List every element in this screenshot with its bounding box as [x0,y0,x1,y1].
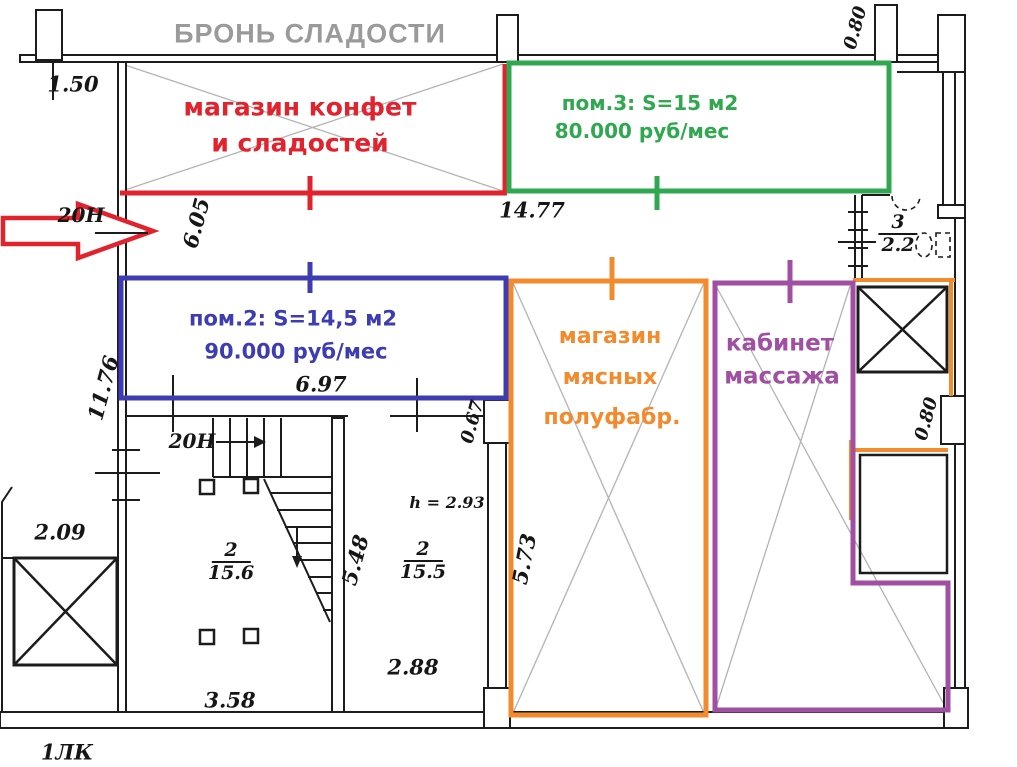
candy-shop-label-line1: магазин конфет [183,92,417,122]
candy-shop-outline [120,64,508,210]
dashed-fixtures [891,195,951,258]
top-right-column [874,4,898,63]
stairwell-label: 20Н [168,429,216,453]
right-wall [954,14,966,729]
door-swing-arc [891,195,921,211]
left-annex-wall [1,486,13,712]
meat-shop-label-line3: полуфабр. [543,405,681,430]
mid-room-area: 15.5 [399,561,447,583]
room3-price: 80.000 руб/мес [554,119,730,143]
stair-direction-arrow [254,436,266,448]
area-cross-diagonals [121,63,947,714]
right-shaft-plain [858,453,949,575]
dim-1-50: 1.50 [47,71,99,97]
meat-shop-label-line2: мясных [562,365,658,390]
stair-room-number-area: 2 15.6 [208,541,254,583]
reserved-banner: БРОНЬ СЛАДОСТИ [174,18,446,49]
elevator-shaft-right [856,285,949,374]
meat-shop-label-line1: магазин [558,324,662,349]
candy-shop-label-line2: и сладостей [211,128,389,158]
room3-outline [506,60,892,210]
dim-3-58: 3.58 [204,687,256,713]
room2-price: 90.000 руб/мес [204,339,388,364]
stair-down-arrow [292,556,302,568]
wc-cistern [935,232,951,258]
top-right-corner-pillar [937,14,966,73]
mid-room-number-area: 2 15.5 [400,540,446,582]
top-column [496,14,519,63]
massage-label-line2: массажа [724,363,840,390]
unit-outlines [118,60,955,718]
columns [198,477,260,646]
stair-room-area: 15.6 [207,562,255,584]
elevator-shaft-left [12,556,119,667]
entrance-label: 20Н [57,203,105,227]
stair-block-label: 1ЛК [40,739,94,765]
stair-room-number: 2 [211,541,251,563]
right-wall-door [940,395,966,445]
room2-outline [118,262,509,401]
dim-14-77: 14.77 [499,197,565,223]
dim-2-09: 2.09 [34,519,86,545]
mid-room-right-wall [487,399,507,713]
top-left-pillar [35,9,63,61]
entrance-arrow [0,200,160,262]
room3-info: пом.3: S=15 м2 [561,91,739,115]
dim-6-97: 6.97 [295,371,347,397]
dim-2-88: 2.88 [387,654,439,680]
wc-room-number-area: 3 2.2 [878,213,918,256]
wc-room-number: 3 [878,213,918,235]
room2-info: пом.2: S=14,5 м2 [188,306,398,331]
wc-fixture [915,232,933,258]
mid-room-number: 2 [403,540,443,562]
massage-label-line1: кабинет [725,330,835,357]
stairwell-right-wall [331,417,345,713]
massage-outline [712,260,951,713]
ceiling-height-note: h = 2.93 [409,493,485,512]
wc-room-area: 2.2 [881,234,915,256]
